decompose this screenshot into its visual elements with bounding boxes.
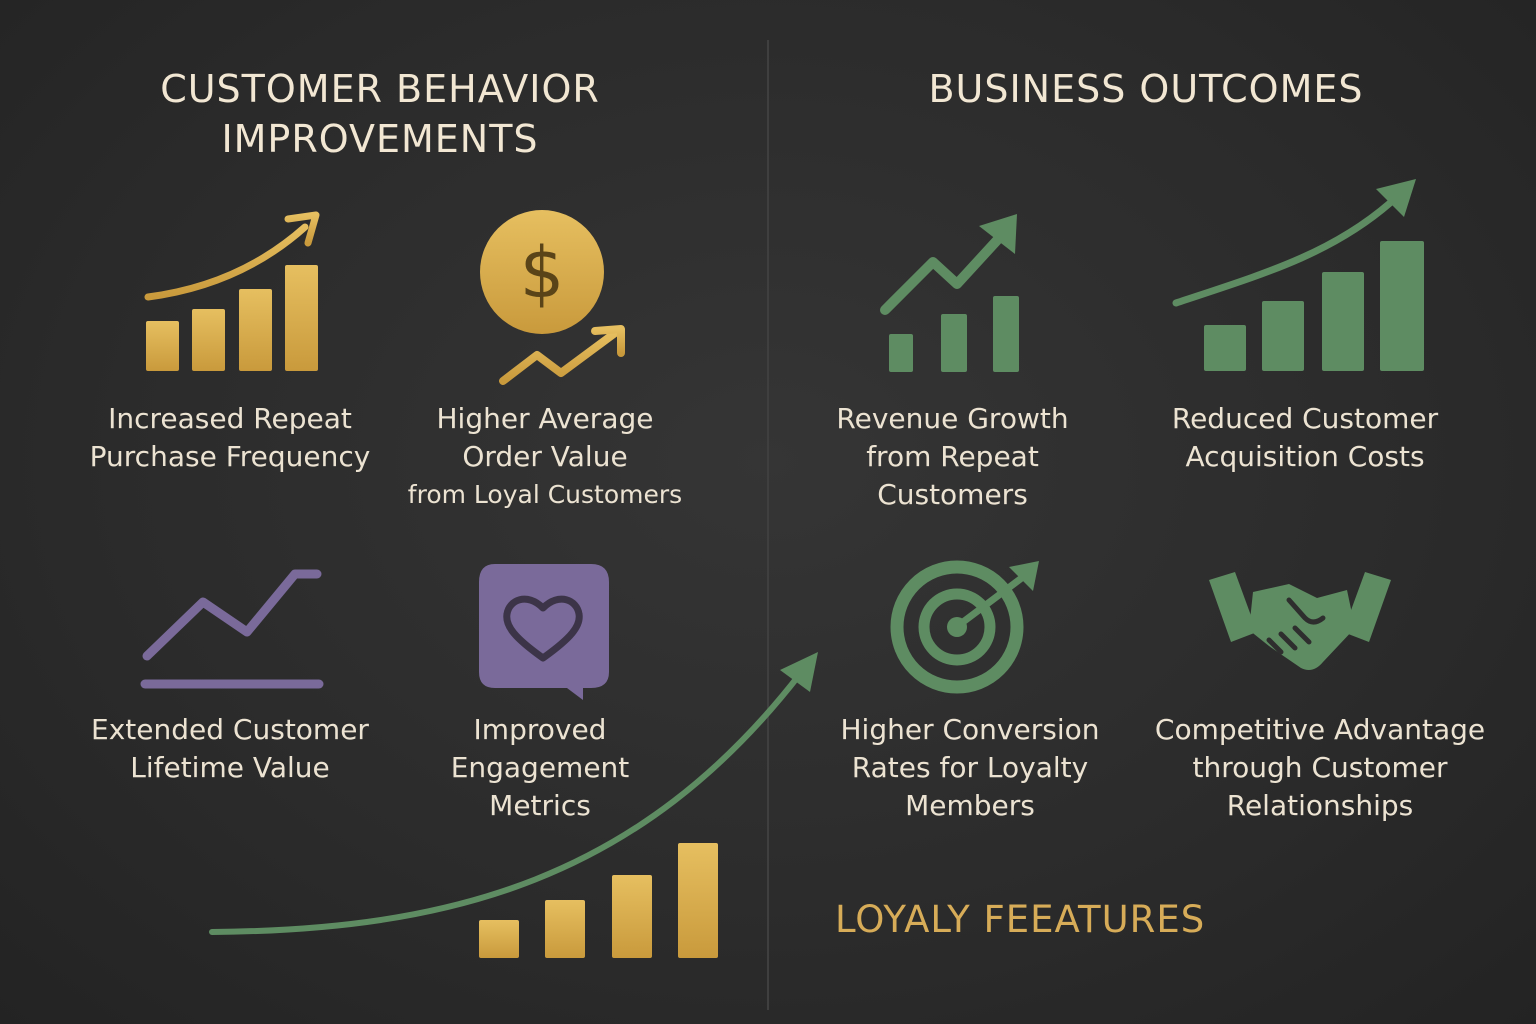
- growth-chart-icon: [880, 214, 1019, 372]
- label-line: Members: [905, 789, 1035, 822]
- heart-chat-icon: [479, 564, 609, 700]
- label-line: Improved: [473, 713, 607, 746]
- item-acquisition-costs-label: Reduced Customer Acquisition Costs: [1140, 400, 1470, 476]
- bar-chart-trend-icon: [144, 211, 320, 371]
- label-line: Customers: [877, 478, 1028, 511]
- label-line: Higher Average: [436, 402, 654, 435]
- rising-bars-icon: [1172, 179, 1424, 371]
- customer-behavior-heading: CUSTOMER BEHAVIOR IMPROVEMENTS: [80, 64, 680, 164]
- item-conversion-rates-label: Higher Conversion Rates for Loyalty Memb…: [815, 711, 1125, 825]
- item-engagement-label: Improved Engagement Metrics: [390, 711, 690, 825]
- label-line: Extended Customer: [91, 713, 369, 746]
- handshake-icon: [1209, 572, 1391, 670]
- section-divider: [767, 40, 769, 1010]
- growth-curve-arrow-icon: [209, 652, 818, 935]
- label-line: Revenue Growth: [836, 402, 1069, 435]
- dollar-coin-icon: $: [480, 210, 625, 385]
- svg-text:$: $: [520, 232, 565, 314]
- heading-line: BUSINESS OUTCOMES: [928, 67, 1364, 111]
- label-line: Purchase Frequency: [89, 440, 371, 473]
- label-line: Acquisition Costs: [1185, 440, 1425, 473]
- line-graph-icon: [140, 569, 324, 689]
- label-line: Order Value: [462, 440, 628, 473]
- label-line: Lifetime Value: [130, 751, 330, 784]
- rising-bars-gold-icon: [479, 843, 718, 958]
- label-line: Metrics: [489, 789, 591, 822]
- heading-line: IMPROVEMENTS: [221, 117, 539, 161]
- heading-line: CUSTOMER BEHAVIOR: [160, 67, 600, 111]
- label-line: Relationships: [1226, 789, 1414, 822]
- label-line: from Loyal Customers: [407, 480, 683, 509]
- label-line: Competitive Advantage: [1154, 713, 1486, 746]
- label-line: Rates for Loyalty: [851, 751, 1089, 784]
- item-repeat-purchase-label: Increased Repeat Purchase Frequency: [60, 400, 400, 476]
- business-outcomes-heading: BUSINESS OUTCOMES: [846, 64, 1446, 114]
- item-revenue-growth-label: Revenue Growth from Repeat Customers: [800, 400, 1105, 514]
- label-line: through Customer: [1192, 751, 1448, 784]
- item-lifetime-value-label: Extended Customer Lifetime Value: [60, 711, 400, 787]
- label-line: from Repeat: [866, 440, 1039, 473]
- item-order-value-label: Higher Average Order Value from Loyal Cu…: [380, 400, 710, 514]
- label-line: Engagement: [450, 751, 630, 784]
- loyalty-features-title: LOYALY FEEATURES: [835, 898, 1206, 941]
- target-icon: [890, 560, 1039, 694]
- label-line: Reduced Customer: [1171, 402, 1439, 435]
- item-competitive-advantage-label: Competitive Advantage through Customer R…: [1140, 711, 1500, 825]
- label-line: Increased Repeat: [108, 402, 352, 435]
- label-line: Higher Conversion: [840, 713, 1100, 746]
